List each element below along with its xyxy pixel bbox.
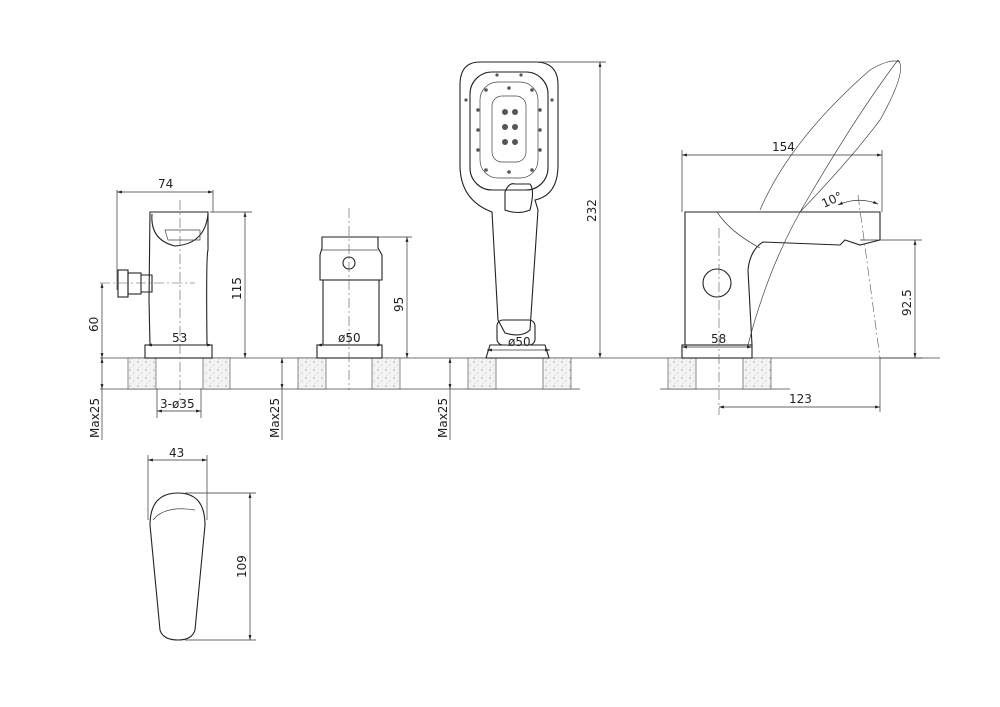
side-view-dimensions: 154 58 92.5 123 10° — [681, 140, 922, 412]
valve-max-thickness-label: Max25 — [268, 398, 282, 438]
mixer-dimensions: 74 115 60 53 3-ø35 Max25 — [87, 177, 252, 440]
mixer-holes-label: 3-ø35 — [160, 397, 195, 411]
hand-shower-dimensions: 232 ø50 Max25 — [436, 61, 606, 440]
mixer-max-thickness-label: Max25 — [88, 398, 102, 438]
hand-shower-max-thickness-label: Max25 — [436, 398, 450, 438]
mixer-width-label: 74 — [158, 177, 173, 191]
valve-base-diameter-label: ø50 — [338, 331, 361, 345]
spout-height-label: 92.5 — [900, 289, 914, 316]
side-base-label: 58 — [711, 332, 726, 346]
mixer-front-view — [100, 200, 213, 400]
spout-width-label: 43 — [169, 446, 184, 460]
hand-shower-height-label: 232 — [585, 199, 599, 222]
valve-height-label: 95 — [392, 297, 406, 312]
countertop — [100, 357, 940, 390]
spout-top-view — [149, 492, 206, 641]
valve-dimensions: 95 ø50 Max25 — [268, 236, 412, 440]
spout-top-dimensions: 43 109 — [147, 446, 256, 641]
mixer-inlet-height-label: 60 — [87, 317, 101, 332]
spout-reach-label: 123 — [789, 392, 812, 406]
side-length-label: 154 — [772, 140, 795, 154]
side-view — [681, 59, 901, 415]
hand-shower-base-diameter-label: ø50 — [508, 335, 531, 349]
spout-length-label: 109 — [235, 555, 249, 578]
hand-shower-front-view — [459, 61, 559, 359]
spout-angle-label: 10° — [819, 189, 844, 211]
mixer-base-label: 53 — [172, 331, 187, 345]
mixer-height-label: 115 — [230, 277, 244, 300]
spray-nozzles — [464, 73, 554, 174]
